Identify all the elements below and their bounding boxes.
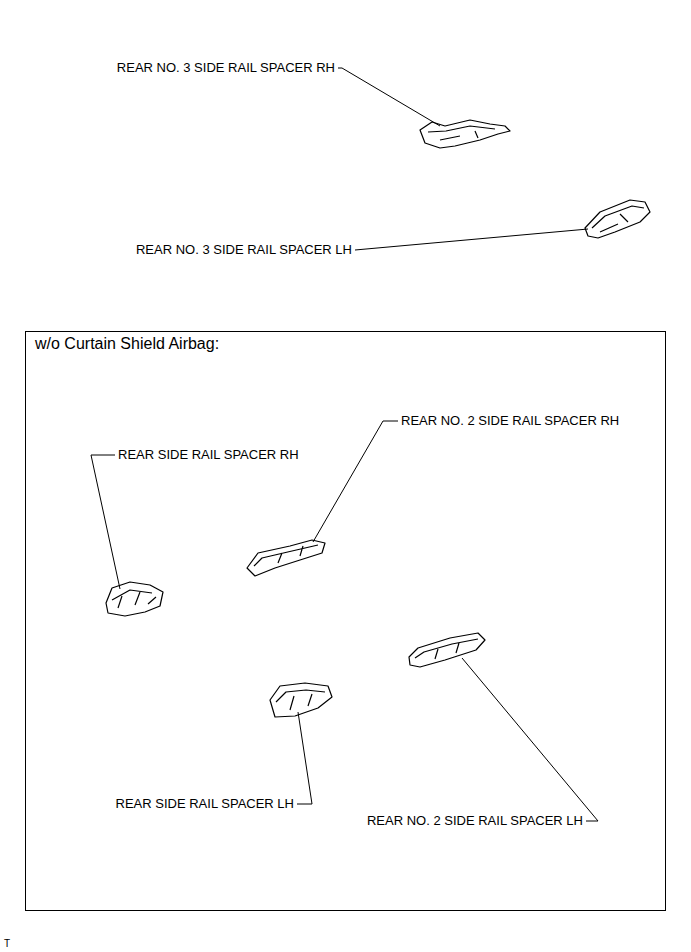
spacer-part (409, 633, 485, 667)
part-name: REAR NO. 2 SIDE RAIL SPACER LH (367, 813, 583, 829)
part-detail (415, 639, 478, 659)
part-name: REAR NO. 3 SIDE RAIL SPACER LH (136, 242, 352, 258)
leader-line (462, 658, 598, 821)
part-detail (112, 590, 156, 608)
leader-line (297, 712, 312, 804)
figure-code: T (4, 938, 10, 950)
spacer-part (247, 540, 325, 576)
part-name: REAR NO. 2 SIDE RAIL SPACER RH (401, 413, 619, 429)
spacer-part (585, 200, 650, 238)
part-detail (276, 690, 325, 710)
part-detail (592, 206, 644, 232)
spacer-part (270, 683, 332, 717)
leader-line (313, 421, 398, 542)
part-detail (254, 545, 318, 566)
spacer-part (106, 582, 163, 616)
part-detail (428, 126, 495, 140)
leader-line (91, 455, 120, 589)
part-name: REAR NO. 3 SIDE RAIL SPACER RH (117, 60, 335, 76)
spacer-part (420, 120, 510, 148)
part-name: REAR SIDE RAIL SPACER RH (118, 447, 299, 463)
part-name: REAR SIDE RAIL SPACER LH (116, 796, 294, 812)
leader-line (355, 229, 588, 250)
group-heading: w/o Curtain Shield Airbag: (35, 334, 219, 354)
leader-line (338, 68, 440, 126)
